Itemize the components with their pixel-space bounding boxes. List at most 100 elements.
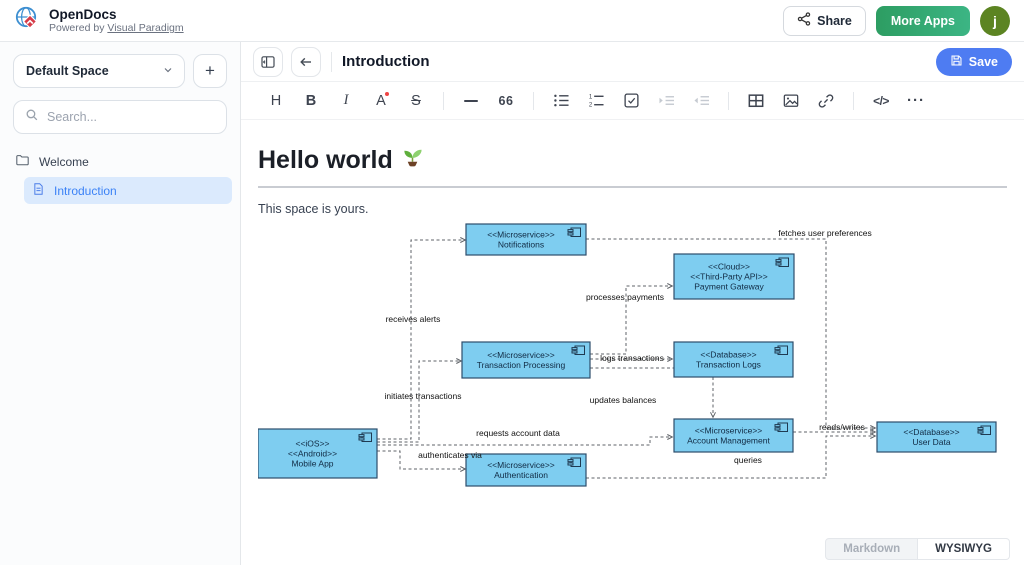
edge-label-reads-writes: reads/writes (819, 422, 865, 432)
task-list-icon (623, 93, 639, 108)
diagram-node-authentication: <<Microservice>>Authentication (465, 453, 587, 487)
editor-mode-tabs: Markdown WYSIWYG (825, 538, 1010, 560)
edge-initiates-transactions (377, 358, 463, 443)
node-label: Transaction Processing (477, 360, 566, 370)
diagram-node-transaction-processing: <<Microservice>>Transaction Processing (461, 341, 591, 379)
code-button[interactable]: </> (873, 93, 889, 108)
user-avatar[interactable]: j (980, 5, 1010, 36)
search-box (13, 100, 227, 134)
search-input[interactable] (47, 110, 215, 124)
heading-text: Hello world (258, 145, 393, 174)
page-tree: Welcome Introduction (0, 148, 240, 204)
brand-text: OpenDocs Powered by Visual Paradigm (49, 7, 184, 35)
visual-paradigm-link[interactable]: Visual Paradigm (107, 22, 184, 35)
svg-text:1: 1 (588, 93, 592, 100)
sidebar-item-introduction[interactable]: Introduction (24, 177, 232, 204)
tab-wysiwyg[interactable]: WYSIWYG (918, 538, 1010, 560)
document-diagram[interactable]: <<Microservice>>Notifications<<Cloud>><<… (257, 222, 1007, 495)
italic-button[interactable]: I (343, 92, 349, 108)
diagram-node-payment-gateway: <<Cloud>><<Third-Party API>>Payment Gate… (673, 253, 795, 300)
tab-markdown[interactable]: Markdown (825, 538, 919, 560)
component-icon (977, 425, 991, 435)
add-page-button[interactable]: + (193, 54, 227, 88)
ordered-list-button[interactable]: 1 2 (583, 88, 609, 114)
main-area: Introduction Save H B I A S 66 (241, 42, 1024, 565)
strikethrough-button[interactable]: S (411, 92, 421, 109)
outdent-button[interactable] (688, 88, 714, 114)
node-label: <<Android>> (288, 449, 337, 459)
document-editor[interactable]: Hello world This space is yours. <<Micro… (241, 145, 1024, 495)
sidebar: Default Space + Welcome (0, 42, 241, 565)
node-label: <<iOS>> (295, 439, 329, 449)
toolbar-divider (728, 91, 729, 110)
more-apps-button[interactable]: More Apps (875, 5, 970, 36)
document-paragraph: This space is yours. (258, 202, 369, 216)
back-button[interactable] (291, 46, 321, 77)
space-selector[interactable]: Default Space (13, 54, 185, 88)
indent-button[interactable] (653, 88, 679, 114)
link-icon (818, 93, 834, 108)
app-title: OpenDocs (49, 6, 117, 22)
app-tagline: Powered by Visual Paradigm (49, 22, 184, 34)
table-button[interactable] (743, 88, 769, 114)
share-label: Share (817, 13, 852, 28)
task-list-button[interactable] (618, 88, 644, 114)
edge-fetches-user-preferences (586, 238, 877, 431)
component-icon (567, 227, 581, 237)
hr-icon (464, 99, 478, 102)
horizontal-rule-button[interactable] (458, 88, 484, 114)
more-tools-button[interactable]: ··· (907, 92, 925, 109)
sidebar-item-welcome[interactable]: Welcome (8, 148, 232, 175)
edge-label-requests-account-data: requests account data (476, 428, 560, 438)
search-icon (25, 108, 39, 127)
tagline-prefix: Powered by (49, 22, 108, 35)
indent-icon (658, 96, 674, 105)
save-button[interactable]: Save (935, 47, 1012, 76)
node-label: Mobile App (291, 459, 333, 469)
toggle-sidebar-button[interactable] (253, 46, 283, 77)
edge-label-processes-payments: processes payments (586, 292, 664, 302)
sidebar-item-label: Welcome (39, 154, 89, 169)
heading-button[interactable]: H (270, 92, 282, 109)
formatting-toolbar: H B I A S 66 1 2 (241, 82, 1024, 120)
node-label: <<Database>> (903, 427, 959, 437)
node-label: Payment Gateway (694, 282, 764, 292)
share-icon (797, 12, 811, 29)
text-color-button[interactable]: A (368, 88, 394, 114)
uml-component-diagram[interactable]: <<Microservice>>Notifications<<Cloud>><<… (257, 222, 998, 490)
node-label: Account Management (687, 436, 770, 446)
edge-requests-account-data (377, 434, 674, 446)
blockquote-button[interactable]: 66 (498, 93, 514, 108)
image-button[interactable] (778, 88, 804, 114)
node-label: <<Microservice>> (487, 230, 555, 240)
node-label: <<Microservice>> (695, 426, 763, 436)
link-button[interactable] (813, 88, 839, 114)
edge-label-updates-balances: updates balances (590, 395, 657, 405)
bold-button[interactable]: B (305, 92, 317, 109)
svg-text:2: 2 (588, 102, 592, 108)
share-button[interactable]: Share (783, 5, 866, 36)
doc-header: Introduction Save (241, 42, 1024, 82)
node-label: User Data (912, 437, 951, 447)
color-dot (385, 91, 389, 96)
edge-label-queries: queries (734, 455, 762, 465)
node-label: Transaction Logs (696, 360, 761, 370)
bullet-list-button[interactable] (548, 88, 574, 114)
edge-queries (586, 433, 877, 479)
node-label: <<Database>> (700, 350, 756, 360)
edge-label-receives-alerts: receives alerts (386, 314, 441, 324)
node-label: Notifications (498, 240, 544, 250)
space-row: Default Space + (0, 42, 240, 94)
brand: OpenDocs Powered by Visual Paradigm (14, 5, 184, 37)
node-label: Authentication (494, 470, 548, 480)
toolbar-divider (853, 91, 854, 110)
edge-label-fetches-user-preferences: fetches user preferences (778, 228, 872, 238)
document-heading: Hello world (258, 145, 1007, 188)
node-label: <<Cloud>> (708, 262, 750, 272)
seedling-emoji (401, 145, 424, 175)
folder-icon (15, 153, 30, 170)
outdent-icon (693, 96, 709, 105)
diagram-node-transaction-logs: <<Database>>Transaction Logs (673, 341, 794, 378)
component-icon (774, 422, 788, 432)
node-label: <<Microservice>> (487, 460, 555, 470)
